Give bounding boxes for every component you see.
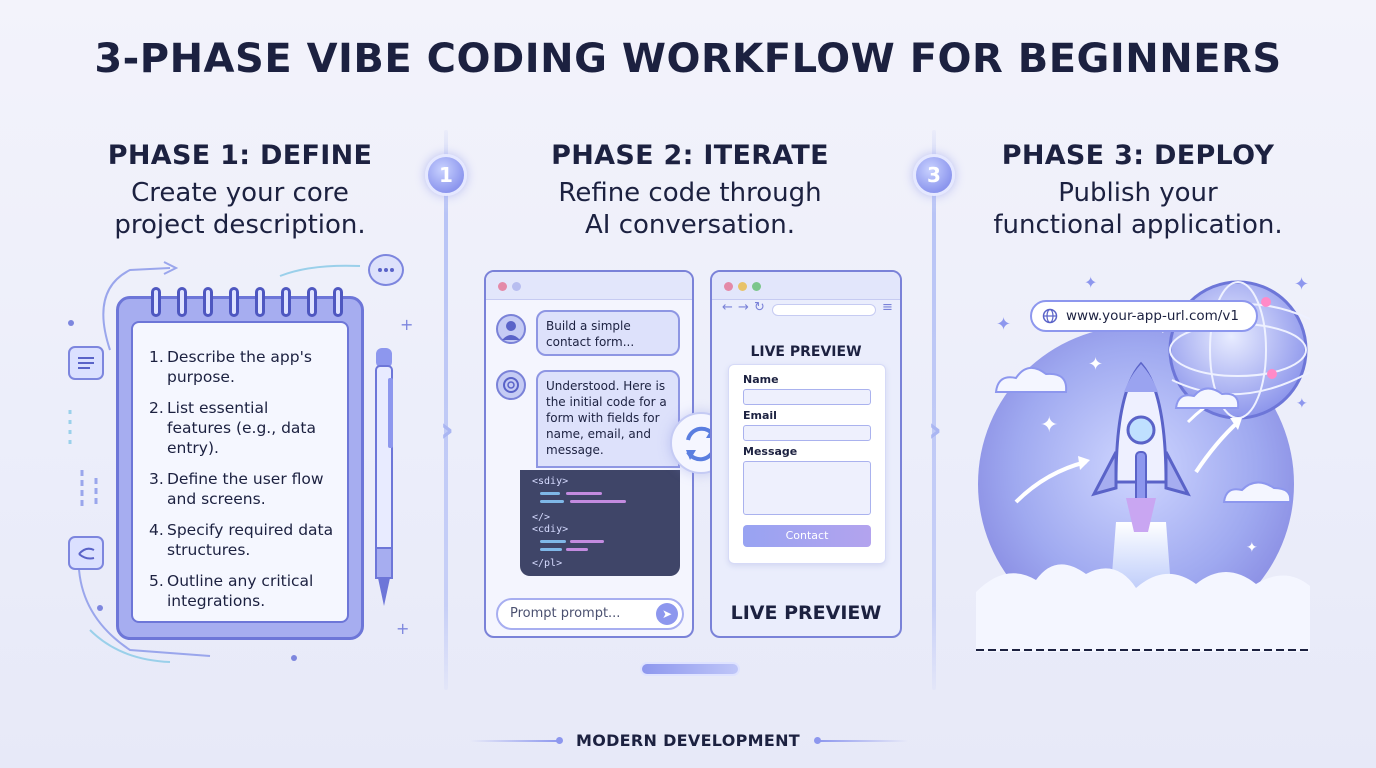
svg-text:✦: ✦	[1296, 396, 1308, 412]
user-avatar-icon	[496, 314, 526, 344]
notepad-ring	[307, 287, 317, 317]
footer-dot	[556, 737, 563, 744]
page-title: 3-PHASE VIBE CODING WORKFLOW FOR BEGINNE…	[94, 36, 1282, 82]
phase-1-subtitle: Create your core project description.	[114, 178, 366, 240]
list-item: 5.Outline any critical integrations.	[149, 572, 314, 610]
chevron-right-icon: ›	[928, 410, 943, 450]
rocket-launch-illustration: ✦ ✦ ✦ ✦ ✦ ✦ ✦	[976, 273, 1310, 652]
list-item: 4.Specify required data structures.	[149, 521, 334, 559]
user-message: Build a simple contact form...	[536, 310, 680, 356]
code-line: </>	[532, 512, 551, 523]
name-field[interactable]	[743, 389, 871, 405]
notepad: 1.Describe the app's purpose. 2.List ess…	[116, 287, 364, 640]
name-label: Name	[743, 373, 779, 386]
notepad-ring	[177, 287, 187, 317]
footer-line-right	[818, 740, 908, 742]
menu-icon[interactable]: ≡	[882, 300, 893, 315]
svg-text:✦: ✦	[996, 314, 1011, 335]
footer-line-left	[470, 740, 560, 742]
code-line: </pl>	[532, 558, 563, 569]
footer-dot	[814, 737, 821, 744]
list-item: 3.Define the user flow and screens.	[149, 470, 324, 508]
preview-title-bar	[712, 272, 900, 300]
notepad-ring	[255, 287, 265, 317]
badge-phase-3: 3	[913, 154, 955, 196]
phase-1-decor: + +	[68, 261, 413, 663]
chat-title-bar	[486, 272, 692, 300]
phase-2-title: PHASE 2: ITERATE	[551, 140, 829, 171]
email-label: Email	[743, 409, 777, 422]
list-item: 2.List essential features (e.g., data en…	[149, 399, 317, 457]
window-dot	[498, 282, 507, 291]
notepad-ring	[281, 287, 291, 317]
svg-text:✦: ✦	[1246, 540, 1258, 556]
chevron-right-icon: ›	[440, 410, 455, 450]
svg-text:✦: ✦	[1294, 274, 1309, 295]
email-field[interactable]	[743, 425, 871, 441]
svg-text:+: +	[396, 619, 409, 638]
ai-message: Understood. Here is the initial code for…	[536, 370, 680, 468]
footer-label: MODERN DEVELOPMENT	[575, 731, 801, 750]
document-icon	[68, 346, 104, 380]
progress-indicator	[640, 662, 740, 676]
svg-text:✦: ✦	[1040, 413, 1058, 438]
app-url-bar: www.your-app-url.com/v1	[1030, 300, 1258, 332]
chat-window: Build a simple contact form... Understoo…	[484, 270, 694, 638]
window-dot	[512, 282, 521, 291]
notepad-page: 1.Describe the app's purpose. 2.List ess…	[131, 321, 349, 623]
svg-text:+: +	[400, 315, 413, 334]
preview-label-top: LIVE PREVIEW	[750, 344, 862, 360]
globe-icon	[1042, 308, 1058, 324]
notepad-ring	[151, 287, 161, 317]
contact-form: Name Email Message Contact	[728, 364, 886, 564]
phase-2-subtitle: Refine code through AI conversation.	[558, 178, 822, 240]
badge-phase-1: 1	[425, 154, 467, 196]
send-button[interactable]: ➤	[656, 603, 678, 625]
divider-right	[932, 130, 936, 690]
phase-3-title: PHASE 3: DEPLOY	[1001, 140, 1275, 171]
address-bar[interactable]	[772, 304, 876, 316]
phase-3-subtitle: Publish your functional application.	[993, 178, 1283, 240]
prompt-input[interactable]: Prompt prompt... ➤	[496, 598, 684, 630]
forward-icon[interactable]: →	[738, 300, 749, 315]
list-item: 1.Describe the app's purpose.	[149, 348, 312, 386]
phase-2-header: PHASE 2: ITERATE Refine code through AI …	[530, 140, 850, 241]
phase-1-title: PHASE 1: DEFINE	[107, 140, 373, 171]
prompt-placeholder: Prompt prompt...	[510, 606, 621, 621]
contact-button[interactable]: Contact	[743, 525, 871, 547]
app-url: www.your-app-url.com/v1	[1066, 308, 1239, 324]
notepad-ring	[203, 287, 213, 317]
back-icon[interactable]: ←	[722, 300, 733, 315]
preview-label-bottom: LIVE PREVIEW	[730, 602, 882, 624]
tool-icon	[68, 536, 104, 570]
reload-icon[interactable]: ↻	[754, 300, 765, 315]
code-line: <cdiy>	[532, 524, 569, 535]
code-snippet: <sdiy> </> <cdiy> </pl>	[520, 470, 680, 576]
preview-window: ← → ↻ ≡ LIVE PREVIEW Name Email Message …	[710, 270, 902, 638]
svg-text:✦: ✦	[1084, 273, 1097, 292]
notepad-ring	[333, 287, 343, 317]
message-label: Message	[743, 445, 798, 458]
code-line: <sdiy>	[532, 476, 569, 487]
ai-avatar-icon	[496, 370, 526, 400]
notepad-ring	[229, 287, 239, 317]
pen-icon	[375, 348, 393, 606]
message-field[interactable]	[743, 461, 871, 515]
phase-1-header: PHASE 1: DEFINE Create your core project…	[90, 140, 390, 241]
divider-left	[444, 130, 448, 690]
chat-bubble-icon	[368, 254, 404, 286]
phase-3-header: PHASE 3: DEPLOY Publish your functional …	[980, 140, 1296, 241]
svg-text:✦: ✦	[1088, 354, 1103, 375]
